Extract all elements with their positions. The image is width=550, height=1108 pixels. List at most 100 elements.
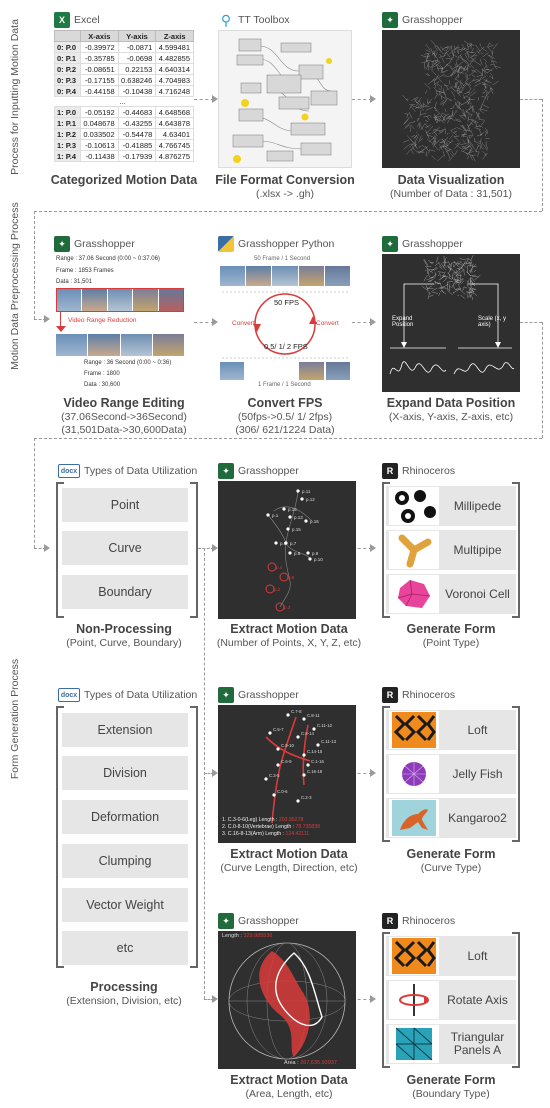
- fps-low-label: 0.5/ 1/ 2 FPS: [264, 342, 308, 351]
- table-cell: -0.41885: [117, 139, 157, 151]
- types-header-1: docx Types of Data Utilization: [58, 461, 197, 481]
- fps-caption-title: Convert FPS: [247, 396, 323, 410]
- excel-col-header: X-axis: [80, 30, 119, 42]
- millipede-icon: [389, 487, 439, 525]
- curve-joint: [286, 713, 290, 717]
- motion-point: [304, 519, 308, 523]
- table-cell: 4.640314: [155, 63, 194, 75]
- generate3-caption: Generate Form (Boundary Type): [370, 1073, 532, 1100]
- table-cell: -0.44683: [117, 106, 157, 118]
- expand-panel: Expand Position Scale (x, y axis): [382, 254, 520, 392]
- motion-cloud-graphic: [402, 40, 501, 162]
- curve-legend-row: 3. C.16-8-13(Arm) Length : 124.42111: [222, 831, 310, 837]
- fps-caption: Convert FPS (50fps->0.5/ 1/ 2fps) (306/ …: [206, 396, 364, 436]
- rhino-item-loft: Loft: [386, 710, 516, 750]
- rhino-label-loft: Loft: [467, 722, 488, 737]
- types-app-label-1: Types of Data Utilization: [84, 465, 198, 477]
- motion-point: [282, 507, 286, 511]
- curve-skeleton-graphic: C.7-8C.8-11C.11-12C.5-7C.8-14C.11-13C.9-…: [264, 709, 337, 824]
- rhino-item-voronoi: Voronoi Cell: [386, 574, 516, 614]
- table-cell: -0.39972: [80, 41, 119, 53]
- rhino-item-jellyfish: Jelly Fish: [386, 754, 516, 794]
- grasshopper-icon: ✦: [382, 236, 398, 252]
- video-reduction-arrowhead: [56, 326, 66, 332]
- curve-joint: [276, 763, 280, 767]
- point-label: p.1: [272, 513, 279, 518]
- table-cell: 4.766745: [155, 139, 194, 151]
- extract3-header: ✦ Grasshopper: [218, 911, 299, 931]
- section-label-input: Process for Inputting Motion Data: [9, 19, 21, 175]
- curve-legend-row: 2. C.0-8-10(Vertebrae) Length : 78.73583…: [222, 824, 321, 830]
- expand-app-label: Grasshopper: [402, 238, 463, 250]
- curve-joint: [264, 777, 268, 781]
- video-frames-top: Frame : 1853 Frames: [56, 268, 114, 274]
- curve-joint: [306, 763, 310, 767]
- nonprocessing-caption: Non-Processing (Point, Curve, Boundary): [40, 622, 208, 649]
- table-cell: 4.704983: [155, 74, 194, 86]
- table-cell: -0.10613: [80, 139, 119, 151]
- fps-bottom-label: 1 Frame / 1 Second: [258, 382, 311, 388]
- expand-graphic: [389, 255, 515, 375]
- extract2-header: ✦ Grasshopper: [218, 685, 299, 705]
- types-header-2: docx Types of Data Utilization: [58, 685, 197, 705]
- jelly-fish-icon: [389, 755, 439, 793]
- curve-legend-row: 1. C.3-0-6(Leg) Length : 203.95278: [222, 817, 304, 823]
- table-cell: 1: P.2: [54, 128, 81, 140]
- video-caption: Video Range Editing (37.06Second->36Seco…: [40, 396, 208, 436]
- section-label-preprocess: Motion Data Preprocessing Process: [9, 202, 21, 370]
- rhinoceros-icon: R: [382, 913, 398, 929]
- video-reduction-label: Video Range Reduction: [68, 317, 137, 324]
- extract3-caption: Extract Motion Data (Area, Length, etc): [206, 1073, 372, 1100]
- video-caption-title: Video Range Editing: [63, 396, 185, 410]
- extract2-sub: (Curve Length, Direction, etc): [220, 862, 358, 874]
- curve-joint: [296, 799, 300, 803]
- video-caption-sub2: (31,501Data->30,600Data): [61, 424, 187, 436]
- python-icon: [218, 236, 234, 252]
- rhino-item-triangular-panels: Triangular Panels A: [386, 1024, 516, 1064]
- table-cell: 4.716248: [155, 85, 194, 97]
- rhino1-header: R Rhinoceros: [382, 461, 455, 481]
- curve-joint: [302, 717, 306, 721]
- table-cell: 1: P.0: [54, 106, 81, 118]
- viz-caption: Data Visualization (Number of Data : 31,…: [370, 173, 532, 200]
- table-cell: 4.876275: [155, 150, 194, 162]
- table-cell: 0.22153: [117, 63, 157, 75]
- point-label: p.6: [280, 541, 287, 546]
- table-cell: -0.0698: [117, 52, 157, 64]
- extract1-caption: Extract Motion Data (Number of Points, X…: [206, 622, 372, 649]
- table-cell: 4.643878: [155, 117, 194, 129]
- generate3-title: Generate Form: [406, 1073, 496, 1087]
- curve-label: C.8-11: [307, 713, 320, 718]
- rhino-item-millipede: Millipede: [386, 486, 516, 526]
- rhino3-app-label: Rhinoceros: [402, 915, 456, 927]
- table-cell: 0: P.0: [54, 41, 81, 53]
- voronoi-cell-icon: [389, 575, 439, 613]
- expand-right-label: Scale (x, y axis): [478, 316, 507, 328]
- kangaroo-icon: [389, 799, 439, 837]
- rotate-axis-icon: [389, 981, 439, 1019]
- section-label-form: Form Generation Process: [9, 658, 21, 780]
- multipipe-icon: [389, 531, 439, 569]
- curve-label: C.9-10: [281, 743, 295, 748]
- curve-label: C.3-5: [269, 773, 280, 778]
- list-item-extension: Extension: [62, 713, 188, 747]
- tt-caption: File Format Conversion (.xlsx -> .gh): [206, 173, 364, 200]
- table-cell: 0.638246: [117, 74, 157, 86]
- rhino1-app-label: Rhinoceros: [402, 465, 456, 477]
- tt-app-label: TT Toolbox: [238, 14, 290, 26]
- point-label: p.7: [290, 541, 297, 546]
- point-label: p.15: [292, 527, 301, 532]
- point-label: p.5: [288, 575, 295, 580]
- motion-point: [274, 541, 278, 545]
- rhino-label-loft-2: Loft: [467, 948, 488, 963]
- tt-caption-sub: (.xlsx -> .gh): [255, 188, 315, 200]
- table-cell: 1: P.1: [54, 117, 81, 129]
- video-range-top: Range : 37.06 Second (0:00 ~ 0:37.06): [56, 256, 160, 262]
